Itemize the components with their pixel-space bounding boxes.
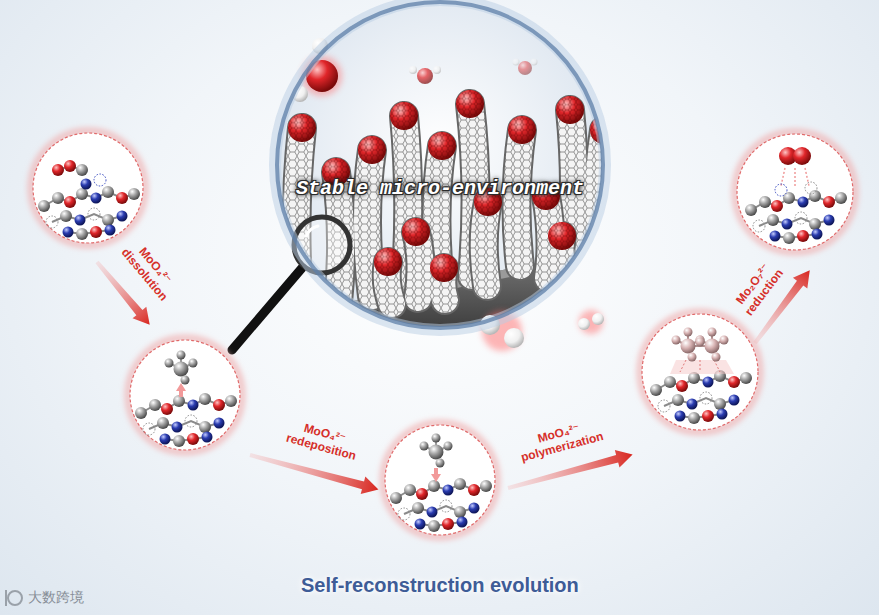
hydrogen-molecule bbox=[578, 318, 590, 330]
nanotube-forest bbox=[508, 116, 536, 144]
circle-glow bbox=[275, 0, 605, 330]
structure-circle bbox=[805, 182, 817, 194]
nanotube-forest bbox=[387, 196, 565, 304]
structure-circle bbox=[176, 383, 186, 397]
water-molecule bbox=[409, 66, 441, 84]
water-molecule bbox=[417, 68, 433, 84]
magnifier bbox=[232, 268, 302, 350]
nanotube-forest bbox=[374, 248, 402, 276]
nanotube-forest bbox=[250, 0, 640, 350]
nanotube-forest bbox=[390, 102, 418, 130]
water-molecule bbox=[409, 66, 417, 74]
hydrogen-molecule bbox=[592, 313, 604, 325]
circle-outline bbox=[275, 0, 605, 330]
text-stack: Stable micro-environment bbox=[275, 177, 605, 200]
water-molecule bbox=[433, 66, 441, 74]
structure-circle bbox=[390, 478, 492, 532]
structure-circle bbox=[670, 360, 734, 374]
structure-circle bbox=[431, 468, 441, 482]
figure-title: Self-reconstruction evolution bbox=[301, 574, 579, 597]
nanotube-forest bbox=[548, 222, 576, 250]
node-text: Stable micro-environment bbox=[296, 177, 584, 200]
structure-circle bbox=[793, 147, 811, 165]
structure-circle bbox=[52, 164, 64, 176]
structure-circle bbox=[696, 338, 705, 347]
nanotube-forest bbox=[387, 196, 565, 304]
structure-circle bbox=[31, 131, 145, 245]
process-label: MoO₄²⁻ polymerization bbox=[515, 416, 604, 465]
structure-circle bbox=[76, 164, 88, 176]
structure-circle bbox=[735, 132, 855, 252]
water-molecule bbox=[531, 59, 538, 66]
water-molecule bbox=[513, 59, 538, 76]
magnifier bbox=[306, 226, 318, 236]
nanotube-forest bbox=[358, 136, 386, 164]
structure-circle bbox=[640, 312, 760, 432]
structure-circle bbox=[696, 328, 729, 362]
structure-circle bbox=[672, 328, 705, 362]
structure-circle bbox=[781, 168, 809, 186]
structure-circle bbox=[128, 338, 242, 452]
structure-circle bbox=[640, 312, 760, 432]
nanotube-forest bbox=[556, 96, 584, 124]
structure-circle bbox=[130, 340, 240, 450]
nanotube-forest bbox=[430, 254, 458, 282]
process-label: MoO₄²⁻ dissolution bbox=[119, 236, 182, 303]
hydrogen-molecule bbox=[579, 310, 603, 334]
water-molecule bbox=[513, 59, 520, 66]
structure-circle bbox=[94, 174, 106, 186]
nanotube-forest bbox=[275, 0, 605, 330]
structure-circle bbox=[135, 393, 237, 447]
nanotube-forest bbox=[288, 114, 316, 142]
structure-circle bbox=[650, 370, 752, 424]
process-label: MoO₄²⁻ redeposition bbox=[285, 417, 362, 463]
hydrogen-molecule bbox=[504, 328, 524, 348]
water-molecule bbox=[518, 61, 532, 75]
structure-circle bbox=[420, 434, 453, 468]
nanotube-forest bbox=[402, 218, 430, 246]
structure-circle bbox=[745, 190, 847, 244]
structure-circle bbox=[128, 338, 242, 452]
structure-circle bbox=[642, 314, 758, 430]
watermark-logo bbox=[6, 590, 22, 606]
process-arrow bbox=[248, 446, 381, 498]
structure-circle bbox=[383, 423, 497, 537]
structure-circle bbox=[38, 186, 140, 240]
structure-circle bbox=[81, 179, 92, 190]
nanotube-forest bbox=[428, 132, 456, 160]
structure-circle bbox=[737, 134, 853, 250]
watermark-logo bbox=[8, 591, 22, 605]
process-arrow bbox=[90, 256, 817, 498]
watermark-logo bbox=[5, 590, 7, 606]
structure-circle bbox=[775, 184, 787, 196]
structure-circle bbox=[680, 360, 720, 372]
structure-circle bbox=[64, 160, 76, 172]
structure-circle bbox=[383, 423, 497, 537]
watermark-text: 大数跨境 bbox=[28, 589, 84, 607]
structure-circle bbox=[385, 425, 495, 535]
structure-circle bbox=[31, 131, 145, 245]
nanotube-forest bbox=[456, 90, 484, 118]
structure-circle bbox=[165, 351, 198, 385]
structure-circle bbox=[33, 133, 143, 243]
circle-border bbox=[277, 2, 603, 328]
structure-circle bbox=[735, 132, 855, 252]
environment-circle: Stable micro-environment bbox=[275, 0, 605, 330]
